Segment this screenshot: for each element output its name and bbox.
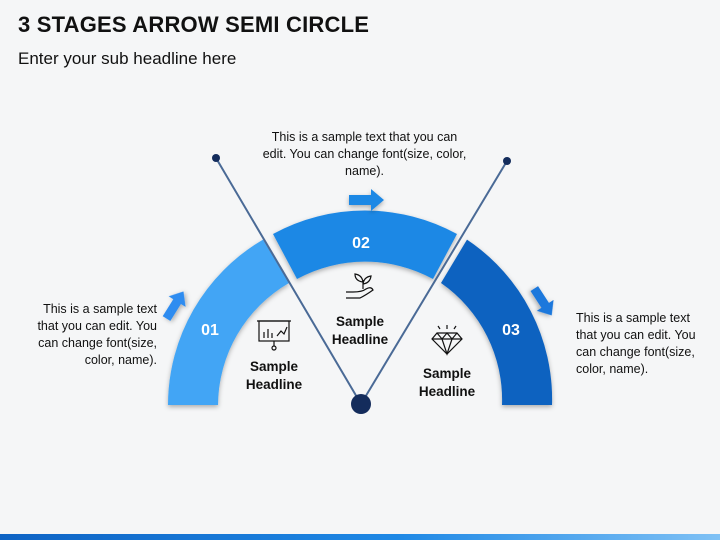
stage-1-number: 01 bbox=[201, 322, 219, 339]
stage-3-headline: Sample Headline bbox=[418, 366, 476, 399]
diamond-icon bbox=[431, 325, 463, 356]
stage-3-arrow-icon bbox=[530, 286, 554, 316]
stage-2-number: 02 bbox=[352, 235, 370, 252]
stage-1-description: This is a sample text that you can edit.… bbox=[37, 302, 157, 367]
right-needle bbox=[360, 160, 508, 405]
presentation-board-icon bbox=[257, 320, 291, 351]
stage-1-segment[interactable] bbox=[168, 239, 289, 405]
page-subtitle: Enter your sub headline here bbox=[18, 49, 237, 68]
stage-3-segment[interactable] bbox=[441, 239, 553, 405]
left-needle-tip bbox=[212, 154, 220, 162]
stage-2-arrow-icon bbox=[349, 189, 384, 211]
plant-in-hand-icon bbox=[346, 273, 374, 299]
stage-1-headline: Sample Headline bbox=[245, 359, 303, 392]
stage-3-description: This is a sample text that you can edit.… bbox=[576, 311, 696, 376]
stage-1-arrow-icon bbox=[162, 291, 186, 321]
footer-accent-bar bbox=[0, 534, 720, 540]
stage-2-segment[interactable] bbox=[273, 210, 457, 279]
needle-hub bbox=[351, 394, 371, 414]
right-needle-tip bbox=[503, 157, 511, 165]
page-title: 3 STAGES ARROW SEMI CIRCLE bbox=[18, 12, 370, 37]
stage-3-number: 03 bbox=[502, 322, 520, 339]
left-needle bbox=[215, 157, 362, 405]
stage-2-headline: Sample Headline bbox=[331, 314, 389, 347]
stage-2-description: This is a sample text that you can edit.… bbox=[262, 130, 467, 178]
